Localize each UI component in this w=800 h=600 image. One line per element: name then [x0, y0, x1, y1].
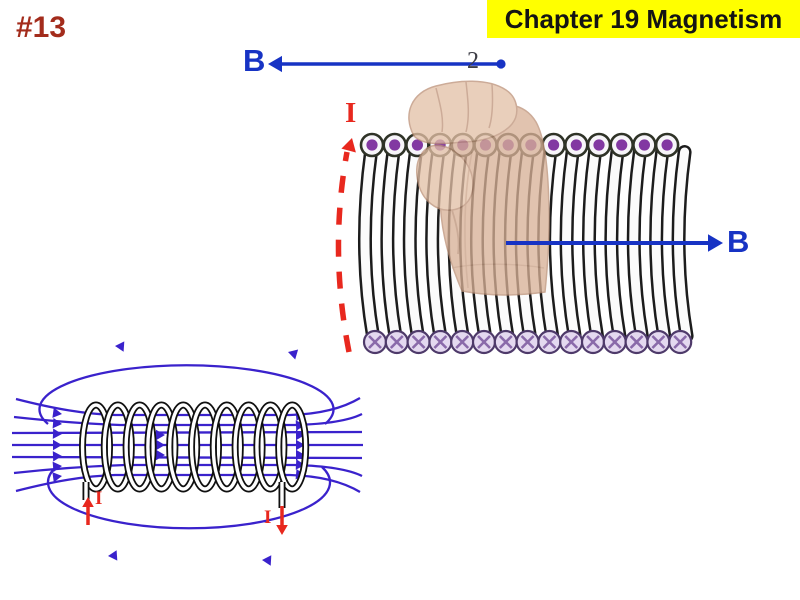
field-line	[15, 397, 361, 417]
right-hand-grip-icon	[408, 80, 550, 296]
current-cross-symbol	[646, 329, 671, 355]
current-dot-symbol	[541, 132, 566, 158]
current-cross-symbol	[624, 329, 649, 355]
current-dot-symbol	[382, 132, 408, 158]
current-cross-symbol	[602, 329, 627, 355]
field-line	[11, 455, 363, 460]
current-dot-symbol	[654, 132, 680, 158]
current-dot-symbol	[609, 132, 635, 158]
current-cross-symbol	[362, 329, 388, 355]
b-field-arrow-right	[506, 234, 723, 252]
current-cross-symbol	[471, 329, 497, 355]
current-arrow-down	[276, 506, 288, 535]
current-cross-symbol	[537, 329, 562, 355]
hand-knuckles	[408, 80, 518, 145]
chapter-banner: Chapter 19 Magnetism	[487, 0, 800, 38]
coil-field-diagram	[11, 341, 363, 566]
point-2-label: 2	[467, 48, 479, 74]
current-cross-symbol	[668, 329, 693, 355]
current-label-coil-left: I	[95, 488, 103, 509]
current-cross-symbol	[559, 329, 584, 355]
field-point-dot	[496, 59, 506, 69]
current-cross-symbol	[515, 329, 540, 355]
b-field-label-right: B	[727, 224, 750, 259]
slide-number: #13	[16, 11, 67, 44]
field-line	[11, 430, 363, 435]
current-dot-symbol	[563, 132, 589, 158]
current-cross-symbol	[428, 329, 453, 355]
field-line	[15, 473, 361, 493]
b-field-label-top: B	[243, 43, 266, 78]
b-field-arrow-left	[268, 55, 506, 73]
chapter-banner-text: Chapter 19 Magnetism	[504, 3, 783, 34]
current-dot-symbol	[632, 132, 657, 158]
current-label-solenoid: I	[345, 97, 357, 129]
current-dot-symbol	[359, 132, 385, 158]
current-cross-symbol	[580, 329, 606, 355]
current-cross-symbol	[493, 329, 518, 355]
current-cross-symbol	[384, 329, 409, 355]
current-cross-symbol	[450, 329, 475, 355]
current-arrow-up	[82, 497, 94, 525]
current-dot-symbol	[586, 132, 612, 158]
current-label-coil-right: I	[264, 507, 272, 528]
current-dashed-arrow	[335, 138, 356, 353]
field-line	[13, 412, 363, 427]
current-cross-symbol	[406, 329, 431, 355]
